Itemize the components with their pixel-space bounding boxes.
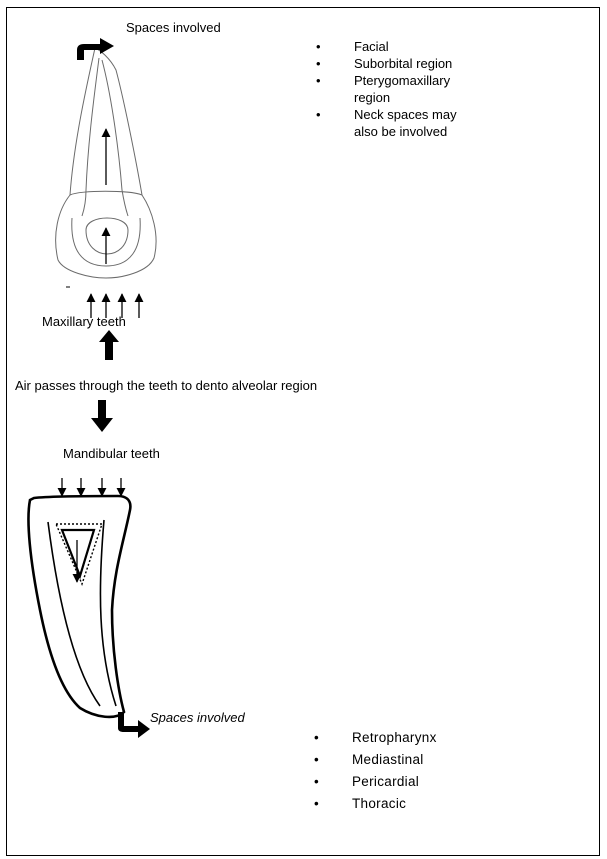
spaces-involved-top-heading: Spaces involved [126,20,221,35]
bold-arrow-down [91,400,113,432]
list-item: Mediastinal [314,749,514,771]
tooth-outline [27,494,132,719]
root-canal-line-left [81,57,100,217]
diagram-frame [6,7,600,856]
maxillary-input-arrows [86,293,144,318]
upper-spaces-list: Facial Suborbital region Pterygomaxillar… [316,38,516,140]
root-line-right [99,519,117,707]
list-item: Thoracic [314,793,514,815]
maxillary-tooth [55,47,157,279]
spaces-involved-bottom-heading: Spaces involved [150,710,245,725]
bold-arrow-up [99,330,119,360]
root-line-left [47,521,101,707]
list-item: Pericardial [314,771,514,793]
list-item: Pterygomaxillary region [316,72,484,106]
mandibular-teeth-label: Mandibular teeth [63,446,160,461]
lower-spaces-list: Retropharynx Mediastinal Pericardial Tho… [314,727,514,815]
list-item: Suborbital region [316,55,516,72]
mandibular-tooth [27,494,132,719]
air-passage-label: Air passes through the teeth to dento al… [15,378,318,393]
bent-arrow-top [77,38,114,60]
bent-arrow-bottom [118,712,150,738]
list-item: Neck spaces may also be involved [316,106,479,140]
maxillary-teeth-label: Maxillary teeth [42,314,126,329]
pulp-triangle [60,528,96,580]
cervical-line [69,190,143,196]
list-item: Facial [316,38,516,55]
list-item: Retropharynx [314,727,514,749]
tooth-outline [55,47,157,279]
root-canal-line-right [101,59,129,217]
pulp-dotted-outline [54,523,103,586]
enamel-line [71,217,141,267]
mandibular-input-arrows [57,478,126,497]
pulp-chamber [85,217,129,255]
